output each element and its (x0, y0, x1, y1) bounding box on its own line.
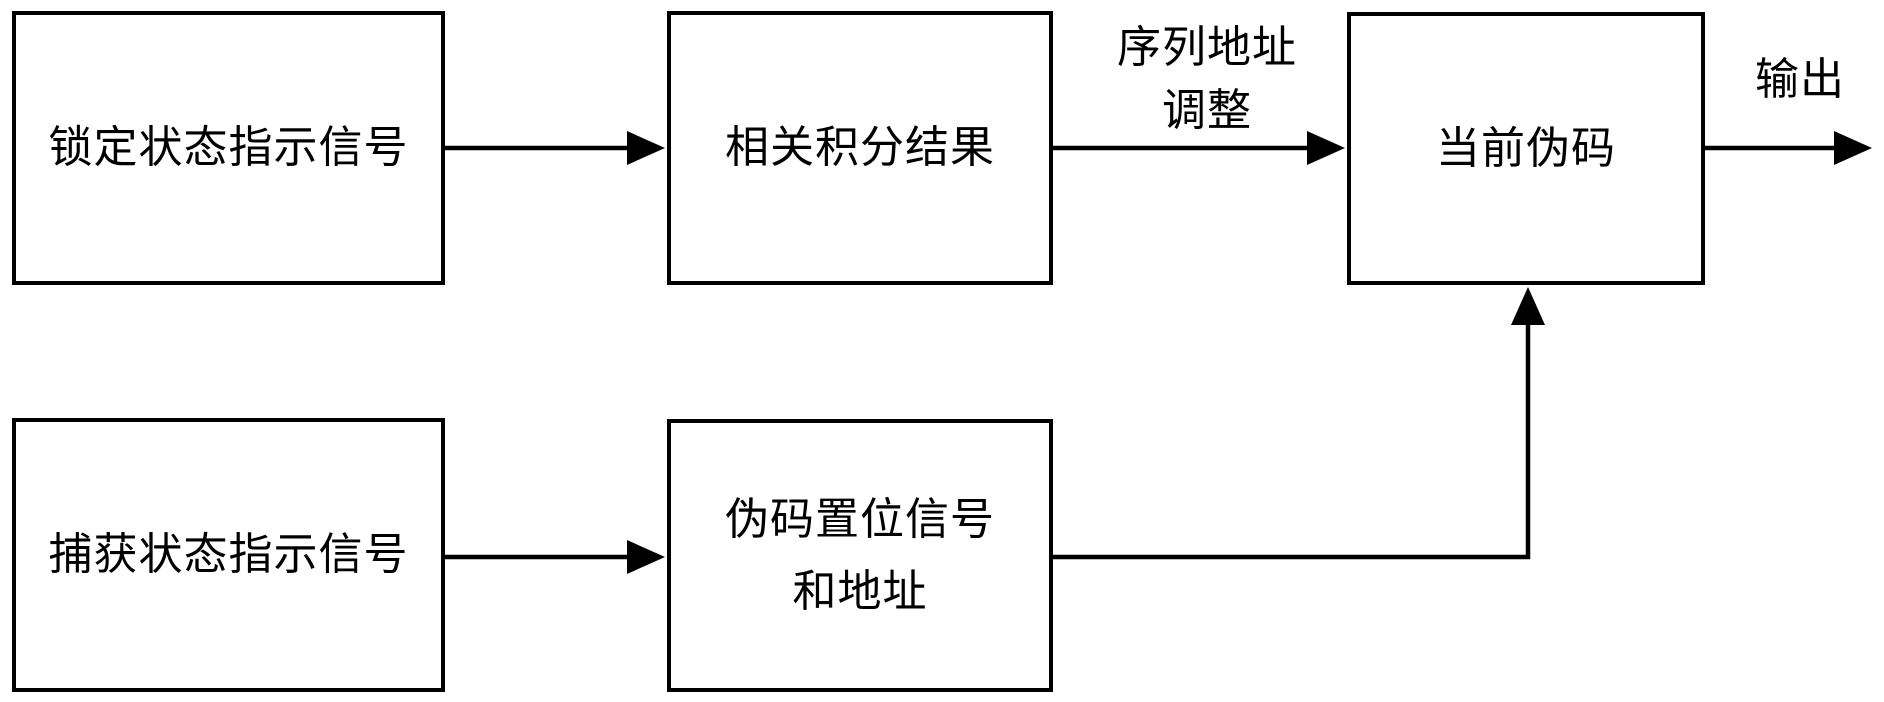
label-sequence-address-adjust-line1: 序列地址 (1117, 23, 1297, 72)
arrow-acquisition-to-set-head (627, 540, 665, 574)
arrow-set-to-current-head (1511, 287, 1545, 325)
box-acquisition-status-indicator: 捕获状态指示信号 (12, 418, 445, 692)
box-pn-set-signal-label-line2: 和地址 (792, 566, 928, 616)
arrow-lock-to-correlation-head (627, 131, 665, 165)
label-output: 输出 (1755, 55, 1845, 104)
label-sequence-address-adjust-line2: 调整 (1162, 86, 1252, 135)
label-sequence-address-adjust: 序列地址 调整 (1050, 16, 1364, 142)
arrow-set-to-current-line (1053, 322, 1531, 560)
box-pn-set-signal-and-address: 伪码置位信号 和地址 (667, 419, 1053, 692)
arrow-correlation-to-current-head (1307, 131, 1345, 165)
box-pn-set-signal-label-line1: 伪码置位信号 (725, 494, 995, 544)
box-acquisition-status-label: 捕获状态指示信号 (48, 530, 409, 579)
box-correlation-integration-result: 相关积分结果 (667, 11, 1053, 285)
arrow-output-head (1834, 131, 1872, 165)
box-lock-status-label: 锁定状态指示信号 (48, 123, 409, 172)
box-correlation-result-label: 相关积分结果 (725, 123, 995, 172)
box-current-pn-code: 当前伪码 (1347, 12, 1705, 285)
box-lock-status-indicator: 锁定状态指示信号 (12, 11, 445, 285)
box-current-pn-code-label: 当前伪码 (1436, 123, 1616, 173)
